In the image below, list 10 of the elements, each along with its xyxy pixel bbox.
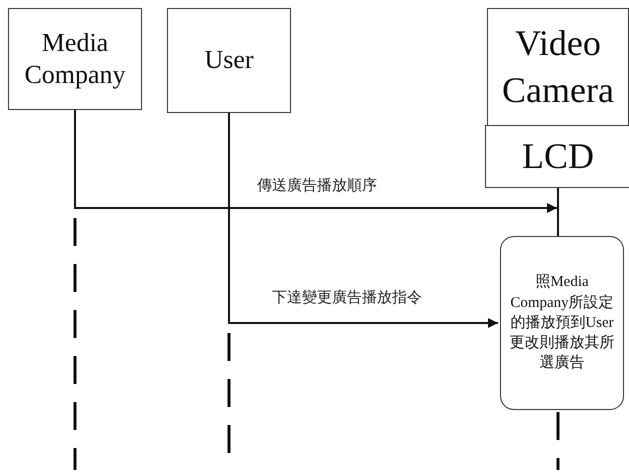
participant-box: Media Company	[8, 8, 142, 110]
lifeline	[557, 188, 559, 236]
edge-label: 傳送廣告播放順序	[255, 176, 379, 195]
participant-box: Video Camera	[487, 8, 629, 126]
activation-box: 照Media Company所設定的播放預到User更改則播放其所選廣告	[500, 236, 624, 410]
participant-box: LCD	[485, 125, 629, 188]
edge-label: 下達變更廣告播放指令	[270, 288, 424, 307]
message-arrow	[74, 110, 557, 213]
message-arrow	[228, 113, 498, 328]
participant-box: User	[167, 8, 291, 113]
